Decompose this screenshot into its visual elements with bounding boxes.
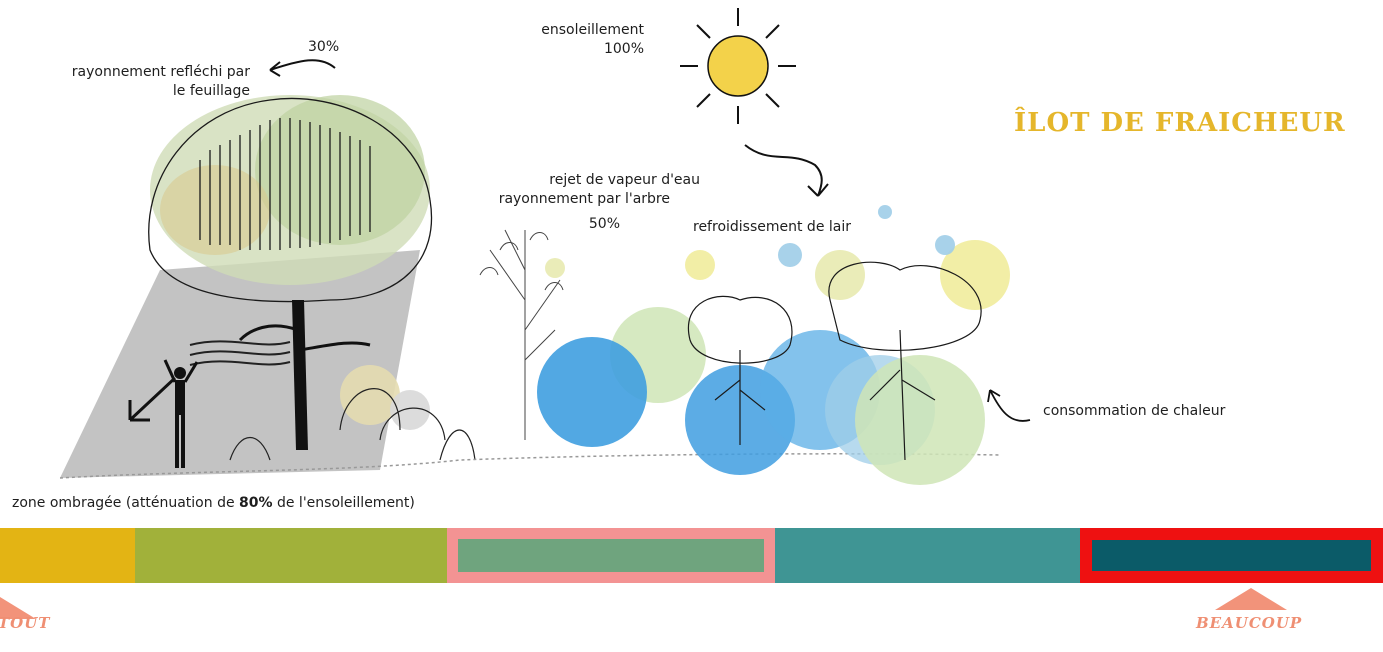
heat-label: consommation de chaleur xyxy=(1043,403,1226,419)
scale-right-label: BEAUCOUP xyxy=(1196,614,1303,632)
segment-5 xyxy=(1080,528,1383,583)
reflected-arrow xyxy=(269,59,336,77)
vapour-label-line1: rejet de vapeur d'eau xyxy=(549,172,700,188)
vapour-label-line3: 50% xyxy=(588,216,620,232)
reflected-label-line2: le feuillage xyxy=(172,83,250,99)
page-title: ÎLOT DE FRAICHEUR xyxy=(1014,108,1346,138)
vapour-bubbles xyxy=(537,205,1010,485)
sun-label-line2: 100% xyxy=(603,41,644,57)
left-pointer-icon xyxy=(0,597,36,619)
shrubs-icon xyxy=(229,365,476,461)
bushes-icon xyxy=(687,261,982,461)
shade-label-percent: 80% xyxy=(239,495,273,511)
shade-label-pre: zone ombragée (atténuation de xyxy=(12,495,240,511)
sun-label-line1: ensoleillement xyxy=(541,22,644,38)
small-tree-icon xyxy=(479,229,564,440)
shade-label: zone ombragée (atténuation de 80% de l'e… xyxy=(12,494,415,512)
large-tree-icon xyxy=(148,95,433,450)
segment-3 xyxy=(447,528,775,583)
shade-label-post: de l'ensoleillement) xyxy=(272,495,415,511)
shade-arrow xyxy=(128,376,177,422)
reflected-percent: 30% xyxy=(308,39,340,55)
reflected-label-line1: rayonnement refléchi par xyxy=(71,64,250,80)
sun-icon xyxy=(680,8,796,124)
shade-zone xyxy=(60,250,420,478)
right-pointer-icon xyxy=(1215,588,1287,610)
scale-left-label: TOUT xyxy=(0,614,51,632)
vapour-label-line2: rayonnement par l'arbre xyxy=(498,191,670,207)
segment-1 xyxy=(0,528,135,583)
ground-line xyxy=(59,453,1001,479)
segment-2 xyxy=(135,528,447,583)
heat-arrow xyxy=(987,389,1031,422)
cooling-label: refroidissement de lair xyxy=(693,219,851,235)
sun-arrow xyxy=(744,144,829,197)
segment-4 xyxy=(775,528,1080,583)
